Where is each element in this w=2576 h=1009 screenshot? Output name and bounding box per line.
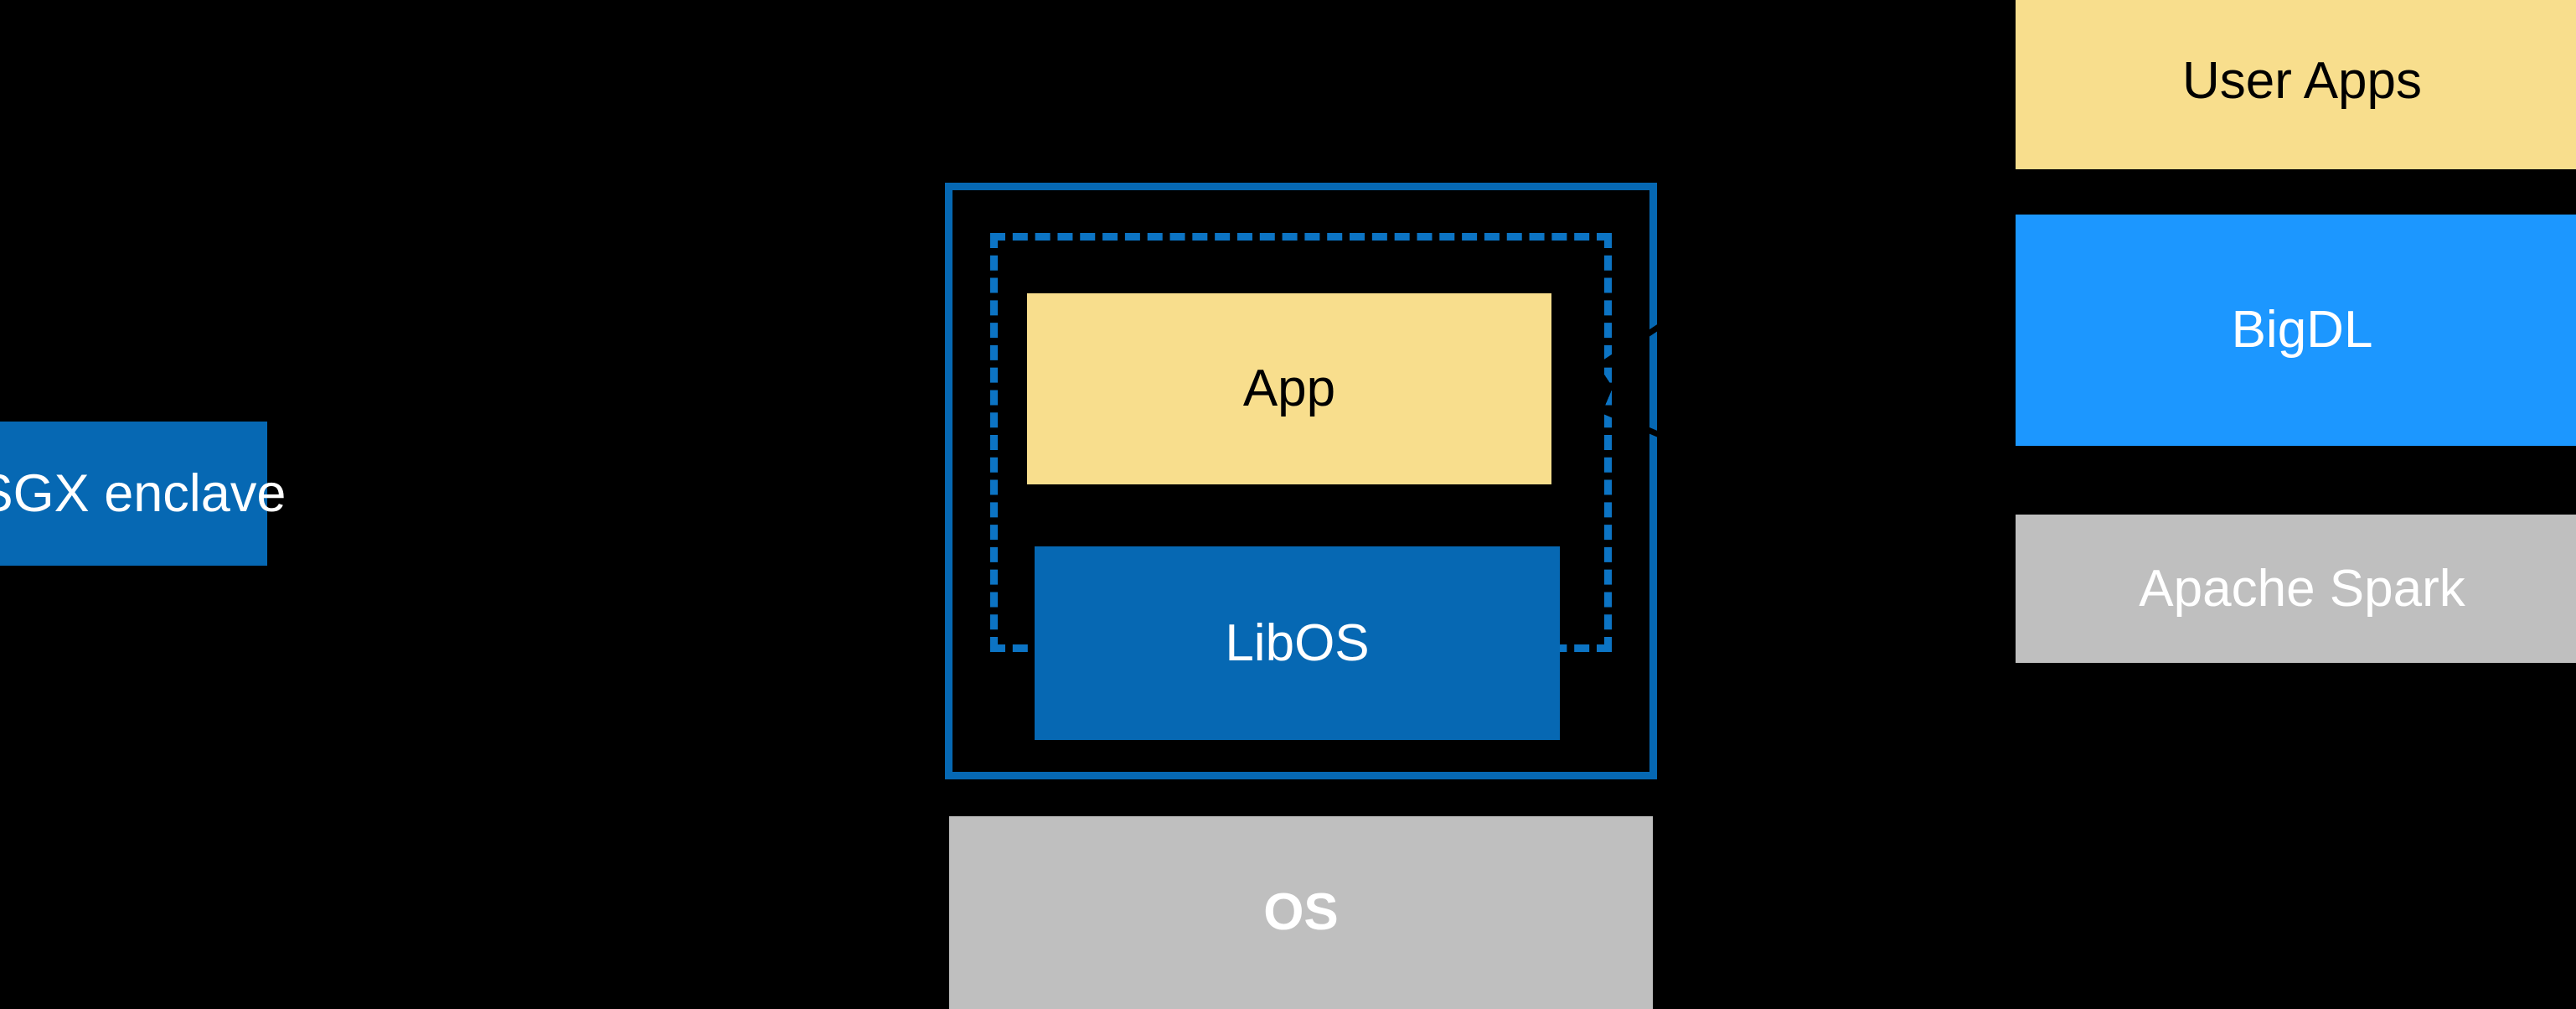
connector-sgx-to-enclave — [517, 486, 944, 540]
bigdl-label: BigDL — [2231, 301, 2373, 360]
app-box: App — [1027, 293, 1551, 484]
sgx-enclave-box: SGX enclave — [0, 422, 286, 566]
user-apps-box: User Apps — [2016, 0, 2576, 169]
bigdl-box: BigDL — [2016, 215, 2576, 446]
libos-box: LibOS — [1035, 546, 1560, 740]
user-apps-label: User Apps — [2181, 52, 2423, 111]
app-label: App — [1242, 360, 1336, 418]
apache-spark-box: Apache Spark — [2016, 515, 2576, 663]
os-label: OS — [1263, 883, 1339, 942]
os-box: OS — [949, 816, 1653, 1009]
apache-spark-label: Apache Spark — [2139, 559, 2465, 618]
sgx-enclave-label: SGX enclave — [0, 463, 287, 523]
libos-label: LibOS — [1225, 613, 1370, 672]
